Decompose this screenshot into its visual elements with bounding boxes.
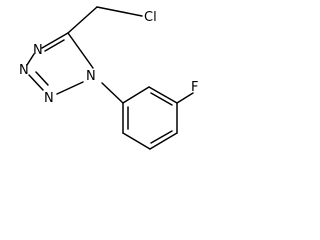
bond-phenyl-1 — [122, 86, 150, 104]
bond-n1-c5 — [67, 32, 94, 69]
bond-ch2-cl — [96, 6, 143, 17]
bond-c5-n4-inner — [44, 39, 65, 52]
bond-phenyl-f — [176, 92, 194, 104]
atom-n-ring-3: N — [19, 63, 29, 78]
atom-n-ring-4: N — [33, 43, 43, 58]
bond-n2-n1 — [56, 81, 84, 95]
bond-n3-n2 — [28, 74, 44, 91]
bond-n4-n3 — [26, 53, 35, 66]
bond-c5-n4 — [41, 32, 69, 49]
bond-phenyl-2 — [148, 86, 178, 104]
bond-phenyl-5 — [122, 132, 151, 150]
bond-n1-phenyl — [101, 82, 124, 104]
atom-n-ring-2: N — [44, 91, 54, 106]
bond-phenyl-inner-1 — [150, 92, 173, 106]
bond-c5-ch2 — [67, 6, 98, 34]
structure-diagram: Cl F N N N N — [19, 6, 198, 150]
bond-phenyl-4 — [149, 132, 178, 150]
bond-phenyl-inner-2 — [150, 130, 173, 144]
bond-n3-n2-inner — [35, 71, 49, 86]
atom-chlorine: Cl — [144, 10, 157, 25]
atom-fluorine: F — [191, 80, 198, 95]
atom-n-ring-1: N — [86, 69, 96, 84]
